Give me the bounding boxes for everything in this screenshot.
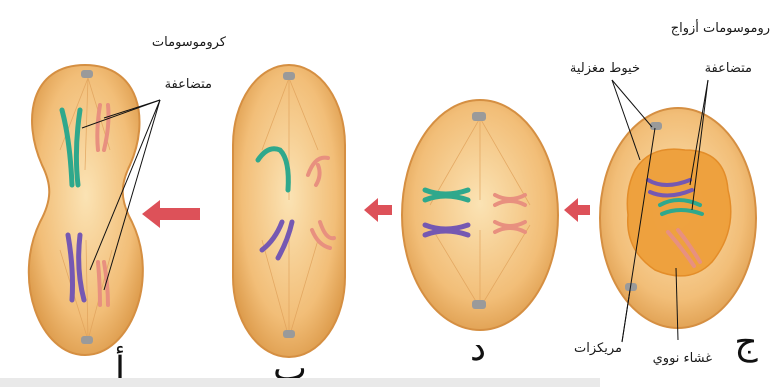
centriole-d-bottom — [472, 300, 486, 309]
cell-a-membrane — [29, 65, 143, 355]
label-centrioles: مريكزات — [574, 341, 622, 356]
centriole-b-bottom — [283, 330, 295, 338]
label-nuclear-membrane: غشاء نووي — [653, 351, 713, 366]
stage-letter-j: ج — [734, 322, 758, 363]
centriole-a-bottom — [81, 336, 93, 344]
label-chromatids-left: متضاعفة — [165, 77, 212, 92]
cell-d — [402, 100, 558, 330]
arrow-b-to-a — [142, 200, 200, 228]
label-chromatids-right: متضاعفة — [705, 61, 752, 76]
nucleus-j — [627, 149, 730, 276]
centriole-a-top — [81, 70, 93, 78]
label-paired-chromosomes: روموسومات أزواج — [671, 19, 770, 36]
centriole-d-top — [472, 112, 486, 121]
label-chromosomes-top: كروموسومات — [152, 35, 227, 50]
cell-b — [233, 65, 345, 357]
label-spindle-fibers: خيوط مغزلية — [570, 61, 640, 76]
centriole-b-top — [283, 72, 295, 80]
cell-a — [29, 65, 143, 355]
arrow-j-to-d — [564, 198, 590, 222]
arrow-d-to-b — [364, 198, 392, 222]
cell-j — [600, 108, 756, 328]
stage-letter-d: د — [470, 328, 486, 369]
bottom-strip — [0, 378, 600, 387]
